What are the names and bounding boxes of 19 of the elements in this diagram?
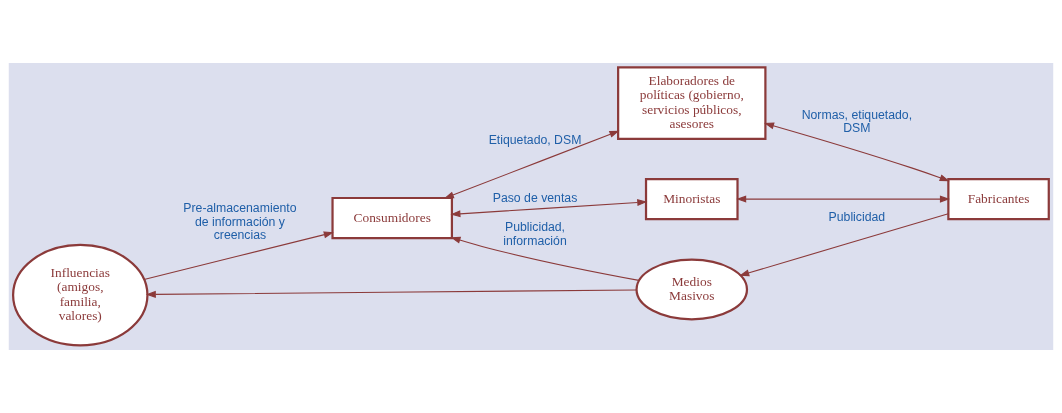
node-ellipse: Influencias (amigos, familia, valores) — [12, 243, 149, 347]
arrow — [736, 195, 950, 203]
edge-label: Publicidad, información — [503, 220, 567, 248]
arrow — [143, 231, 334, 281]
arrow — [763, 122, 950, 182]
arrow — [450, 236, 640, 281]
node-box: Fabricantes — [947, 177, 1050, 221]
edge-label: Normas, etiquetado, DSM — [801, 107, 913, 135]
arrow — [145, 289, 637, 298]
edge-label: Paso de ventas — [492, 191, 578, 206]
node-box: Consumidores — [331, 196, 454, 240]
arrow — [739, 213, 949, 277]
edge-label: Publicidad — [828, 210, 886, 225]
arrow — [450, 199, 648, 218]
arrow — [443, 130, 620, 199]
edge-label: Pre-almacenamiento de información y creencias — [183, 201, 297, 243]
edge-label: Etiquetado, DSM — [488, 133, 582, 148]
node-box: Minoristas — [644, 177, 739, 221]
node-box: Elaboradores de políticas (gobierno, servicios públicos, asesores — [617, 66, 767, 140]
